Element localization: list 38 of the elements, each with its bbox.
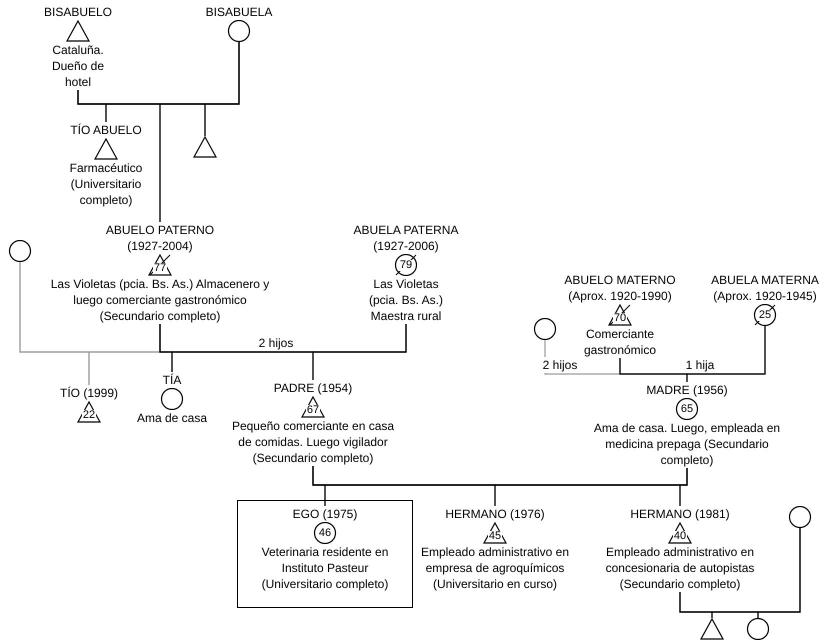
- female-symbol: [746, 618, 770, 640]
- person-description: Comerciante gastronómico: [582, 326, 658, 358]
- person-name: TÍO (1999): [60, 385, 118, 401]
- person-description: Ama de casa. Luego, empleada en medicina prepaga (Secundario completo): [592, 420, 782, 468]
- person-description: Empleado administrativo en concesionaria de autopistas (Secundario completo): [604, 544, 756, 592]
- person-description: Pequeño comerciante en casa de comidas. Luego vigilador (Secundario completo): [230, 418, 396, 466]
- female-symbol: [533, 318, 557, 340]
- female-symbol: 65: [675, 398, 699, 420]
- male-symbol: 40: [668, 522, 692, 544]
- person-description: Las Violetas (pcia. Bs. As.) Maestra rural: [368, 276, 444, 324]
- female-symbol: 79: [394, 254, 418, 276]
- kinship-line: [686, 326, 766, 382]
- person-description: Farmacéutico (Universitario completo): [68, 160, 144, 208]
- ego-frame: [237, 500, 413, 608]
- male-symbol: [193, 136, 217, 158]
- male-symbol: 22: [77, 401, 101, 423]
- female-symbol: [788, 506, 812, 528]
- male-symbol: [700, 618, 724, 640]
- person-description: Empleado administrativo en empresa de agroquímicos (Universitario en curso): [420, 544, 570, 592]
- edge-label: 2 hijos: [256, 335, 296, 351]
- person-description: Cataluña. Dueño de hotel: [50, 42, 106, 90]
- kinship-line: [159, 42, 240, 222]
- kinship-line: [19, 262, 90, 385]
- female-symbol: [8, 240, 32, 262]
- female-symbol: 46: [313, 522, 337, 544]
- kinship-line: [679, 468, 688, 506]
- male-symbol: 70: [608, 304, 632, 326]
- kinship-line: [312, 324, 407, 380]
- male-symbol: 67: [301, 396, 325, 418]
- male-symbol: 77: [148, 254, 172, 276]
- female-symbol: 25: [753, 304, 777, 326]
- kinship-line: [757, 528, 801, 618]
- person-description: Las Violetas (pcia. Bs. As.) Almacenero y luego comerciante gastronómico (Secundario completo): [50, 276, 270, 324]
- edge-label: 1 hija: [684, 357, 716, 373]
- person-description: Ama de casa: [136, 410, 208, 426]
- male-symbol: 45: [483, 522, 507, 544]
- edge-label: 2 hijos: [540, 357, 580, 373]
- person-description: Veterinaria residente en Instituto Pasteur (Universitario completo): [260, 544, 390, 592]
